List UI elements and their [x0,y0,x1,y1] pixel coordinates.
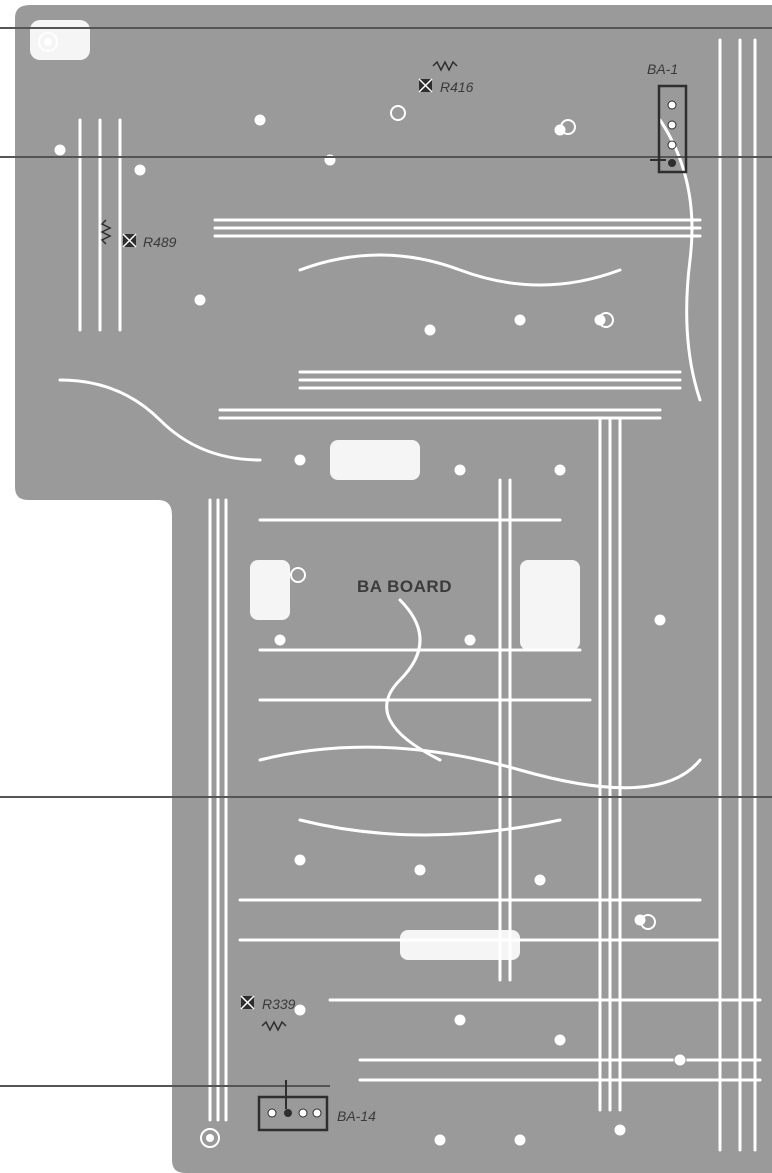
sheet-seams [0,27,772,1087]
solder-pads [53,113,687,1147]
ba1-label: BA-1 [647,61,679,77]
r339-symbol [261,1020,287,1032]
mounting-holes [38,32,656,1148]
bus-traces [58,38,762,1152]
board-title: BA BOARD [357,577,452,596]
ba14-label: BA-14 [337,1108,376,1124]
r416-label: R416 [440,79,474,95]
r339-marker [240,995,287,1032]
r416-marker [418,60,458,93]
ba14-connector [257,1080,329,1132]
r339-label: R339 [262,996,296,1012]
r416-symbol [432,60,458,72]
r489-label: R489 [143,234,177,250]
r489-marker [100,219,137,248]
r489-symbol [100,219,112,245]
ba1-connector [650,84,688,174]
